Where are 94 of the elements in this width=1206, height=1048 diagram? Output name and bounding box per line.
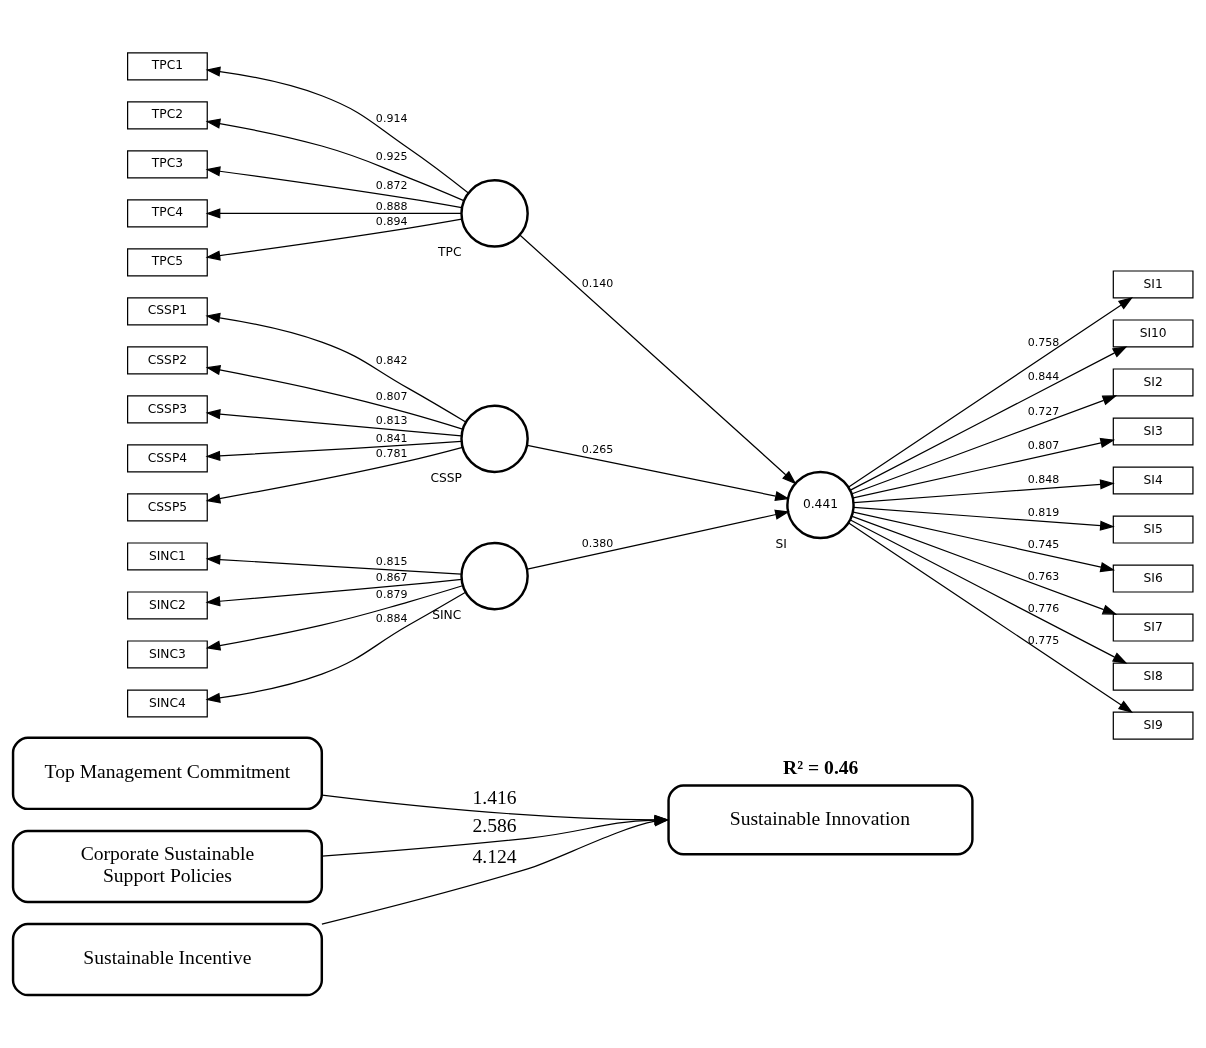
edge-label: 0.807 [1027, 438, 1060, 452]
arrow [853, 479, 1115, 504]
edge-label: 0.841 [375, 431, 408, 445]
node-box: SINC3 [127, 640, 208, 669]
node-box: SI2 [1112, 368, 1194, 397]
node-box: SINC2 [127, 591, 208, 620]
node-box: TPC2 [127, 101, 208, 130]
node-label: SI [775, 536, 787, 551]
edge-label: 0.727 [1027, 404, 1060, 418]
node-box: SI6 [1112, 564, 1194, 593]
arrow [205, 66, 469, 194]
arrow [205, 554, 462, 575]
edge-label: 4.124 [472, 845, 517, 867]
node-box: CSSP5 [127, 493, 208, 522]
node-box: SI5 [1112, 515, 1194, 544]
edge-label: 1.416 [472, 786, 517, 808]
node-box: Sustainable Innovation [667, 784, 974, 856]
arrow [852, 511, 1116, 573]
edge-label: 0.813 [375, 414, 408, 428]
edge-label: 0.763 [1027, 569, 1060, 583]
arrow [851, 515, 1118, 615]
node-box: SI7 [1112, 613, 1194, 642]
arrow [205, 585, 464, 651]
node-circle: 0.441 [786, 470, 855, 540]
edge-label: 0.775 [1027, 633, 1060, 647]
arrow [526, 444, 790, 502]
edge-label: 0.815 [375, 555, 408, 569]
edge-label: 0.781 [375, 447, 408, 461]
node-box: CSSP4 [127, 444, 208, 473]
node-label: SINC [432, 607, 462, 622]
edge-label: 0.140 [581, 277, 614, 291]
arrow [205, 208, 462, 219]
node-box: SI4 [1112, 466, 1194, 495]
edge-label: 0.807 [375, 389, 408, 403]
edge-label: 0.884 [375, 611, 408, 625]
node-box: SI3 [1112, 417, 1194, 446]
node-box: CSSP1 [127, 297, 208, 326]
arrow [851, 395, 1118, 495]
arrow [205, 440, 462, 461]
edge-label: 0.776 [1027, 601, 1060, 615]
edge-label: 0.380 [581, 536, 614, 550]
node-box: Top Management Commitment [11, 736, 324, 811]
arrow [852, 437, 1116, 499]
node-box: TPC1 [127, 52, 208, 81]
node-box: TPC4 [127, 199, 208, 228]
node-box: SI10 [1112, 319, 1194, 348]
node-box: SI9 [1112, 711, 1194, 740]
edge-label: 0.914 [375, 111, 408, 125]
arrow [853, 506, 1115, 531]
node-box: TPC5 [127, 248, 208, 277]
node-box: Sustainable Incentive [11, 922, 324, 997]
edge-label: 0.842 [375, 354, 408, 368]
arrow [848, 297, 1134, 488]
arrow [526, 509, 790, 570]
arrow [519, 234, 797, 485]
edge-label: 0.879 [375, 588, 408, 602]
edge-label: 0.844 [1027, 370, 1060, 384]
edge-label: 0.894 [375, 214, 408, 228]
edge-label: 0.819 [1027, 506, 1060, 520]
node-box: TPC3 [127, 150, 208, 179]
node-box: SINC1 [127, 542, 208, 571]
node-box: SI1 [1112, 270, 1194, 299]
edge-label: 0.758 [1027, 335, 1060, 349]
arrow [849, 346, 1128, 491]
arrow [205, 409, 462, 437]
edge-label: 0.867 [375, 571, 408, 585]
arrow [205, 578, 463, 607]
arrow [205, 365, 464, 430]
edge-label: 0.265 [581, 442, 614, 456]
node-box: Corporate Sustainable Support Policies [11, 829, 324, 904]
arrow [848, 522, 1134, 713]
edge-label: 0.925 [375, 149, 408, 163]
node-label: CSSP [430, 470, 462, 485]
node-box: CSSP2 [127, 346, 208, 375]
edge-label: 2.586 [472, 814, 517, 836]
edge-label: 0.888 [375, 199, 408, 213]
node-circle [460, 404, 529, 474]
arrow [205, 118, 465, 202]
arrow [205, 591, 467, 703]
arrow [205, 446, 464, 504]
edge-label: 0.848 [1027, 473, 1060, 487]
arrow [205, 166, 463, 209]
edge-label: 0.745 [1027, 538, 1060, 552]
node-box: SI8 [1112, 662, 1194, 691]
arrow [205, 312, 467, 423]
edge-label: 0.872 [375, 179, 408, 193]
node-label: TPC [438, 245, 462, 260]
node-circle [460, 179, 529, 248]
node-box: CSSP3 [127, 395, 208, 424]
node-label: R² = 0.46 [783, 757, 859, 779]
arrow [205, 218, 463, 261]
node-box: SINC4 [127, 689, 208, 718]
arrow [849, 519, 1128, 664]
node-circle [460, 541, 529, 611]
